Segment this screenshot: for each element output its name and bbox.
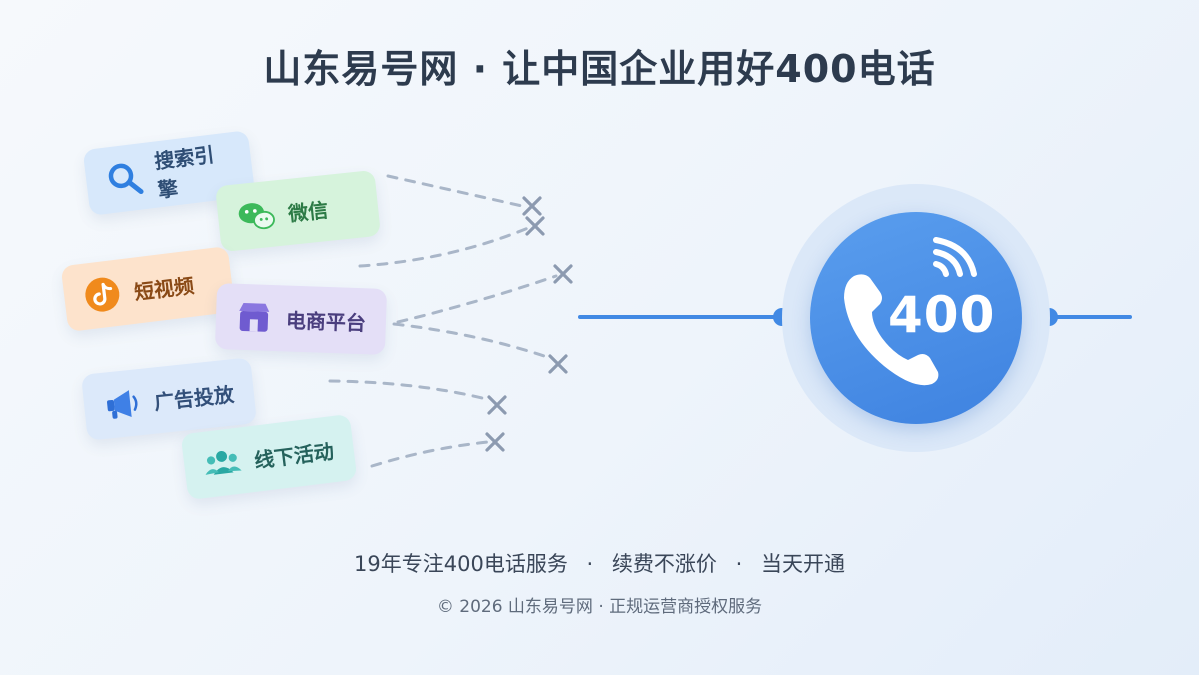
- dashed-line: [370, 440, 490, 468]
- x-mark: [485, 432, 505, 452]
- wechat-icon: [234, 193, 278, 237]
- tagline-separator: ·: [735, 552, 743, 576]
- dashed-line: [328, 379, 492, 402]
- tagline-separator: ·: [586, 552, 594, 576]
- dashed-line: [358, 226, 530, 268]
- dashed-line: [386, 174, 524, 208]
- hub-400-disc: 400: [810, 212, 1022, 424]
- x-mark: [548, 354, 568, 374]
- x-mark: [522, 196, 542, 216]
- storefront-icon: [233, 297, 274, 338]
- chip-wechat: 微信: [214, 169, 382, 253]
- short-video-icon: [80, 272, 125, 317]
- tagline-item: 19年专注400电话服务: [354, 552, 568, 576]
- x-mark: [487, 395, 507, 415]
- chip-label: 微信: [286, 197, 330, 226]
- phone-icon: [844, 274, 939, 386]
- hub-number: 400: [888, 286, 996, 344]
- tagline-item: 当天开通: [760, 552, 845, 576]
- tagline: 19年专注400电话服务 · 续费不涨价 · 当天开通: [0, 548, 1199, 578]
- copyright: © 2026 山东易号网 · 正规运营商授权服务: [436, 597, 763, 617]
- chip-label: 短视频: [132, 272, 196, 305]
- people-icon: [200, 440, 245, 485]
- search-icon: [102, 156, 147, 201]
- chip-short-video: 短视频: [60, 246, 236, 332]
- page-title: 山东易号网 · 让中国企业用好400电话: [263, 47, 936, 91]
- chip-search-engine: 搜索引擎: [82, 130, 256, 216]
- x-mark: [553, 264, 573, 284]
- chip-advertising: 广告投放: [81, 357, 257, 441]
- megaphone-icon: [100, 382, 144, 426]
- chip-label: 广告投放: [152, 381, 236, 414]
- chip-label: 电商平台: [285, 307, 367, 335]
- dashed-line: [396, 274, 558, 324]
- x-mark: [525, 216, 545, 236]
- tagline-item: 续费不涨价: [611, 552, 717, 576]
- chip-ecommerce: 电商平台: [214, 283, 388, 355]
- chip-offline-events: 线下活动: [180, 413, 358, 501]
- dashed-line: [392, 322, 552, 360]
- signal-waves-icon: [933, 237, 977, 277]
- chip-label: 线下活动: [252, 438, 336, 473]
